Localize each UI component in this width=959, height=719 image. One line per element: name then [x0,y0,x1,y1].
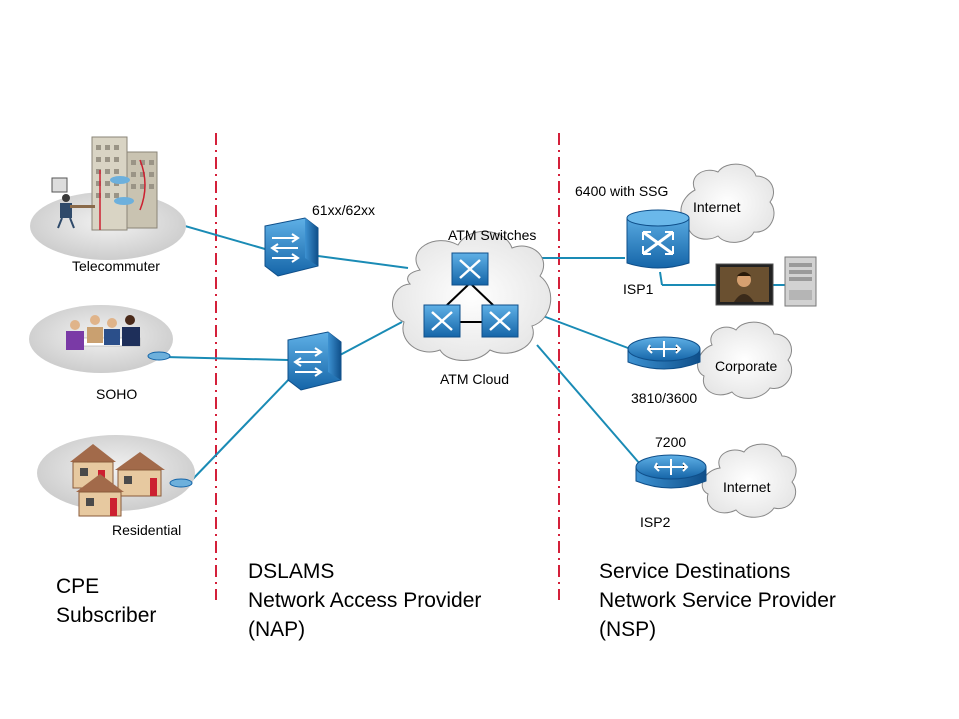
label-7200: 7200 [655,434,687,450]
label-atm-switches: ATM Switches [448,227,537,243]
soho-modem-icon [147,351,171,361]
residential-group [37,435,195,517]
atm-switch-icon [481,304,519,338]
router-icon [627,336,701,370]
link-cloud-3810 [542,315,629,349]
link-dslam1-cloud [317,255,409,269]
link-cloud-7200 [536,344,641,465]
section-nsp-line3: (NSP) [599,618,657,641]
section-cpe: CPE Subscriber [56,572,156,630]
label-isp2: ISP2 [640,514,671,530]
link-soho-dslam [164,356,289,361]
label-atm-cloud: ATM Cloud [440,371,509,387]
label-residential: Residential [112,522,182,538]
atm-cloud [392,230,552,361]
section-nap-line2: Network Access Provider [248,589,482,612]
link-dslam2-cloud [339,321,403,356]
label-soho: SOHO [96,386,138,402]
label-internet-bottom: Internet [723,479,771,495]
label-telecommuter: Telecommuter [72,258,160,274]
monitor-icon [715,263,774,306]
residential-modem-icon [169,478,193,488]
section-cpe-line1: CPE [56,575,100,598]
label-dslam-model: 61xx/62xx [312,202,376,218]
dslam-icon [264,217,319,277]
section-nap-line1: DSLAMS [248,560,335,583]
soho-group [29,305,173,373]
router-icon [626,209,690,269]
building-icon [91,136,158,231]
atm-switch-icon [451,252,489,286]
label-corporate: Corporate [715,358,778,374]
section-nap: DSLAMS Network Access Provider (NAP) [248,557,481,644]
link-6400-monitor [659,271,663,286]
houses-icon [70,444,165,517]
section-cpe-line2: Subscriber [56,604,157,627]
atm-switch-icon [423,304,461,338]
router-icon [635,454,707,489]
section-nap-line3: (NAP) [248,618,306,641]
section-nsp-line2: Network Service Provider [599,589,836,612]
person-at-desk-icon [51,177,95,229]
people-icon [66,315,141,350]
server-icon [784,256,817,307]
cloud-icon [701,443,797,518]
label-isp1: ISP1 [623,281,654,297]
label-6400-ssg: 6400 with SSG [575,183,669,199]
section-nsp-line1: Service Destinations [599,560,791,583]
link-residential-dslam [189,373,295,483]
label-internet-top: Internet [693,199,741,215]
dslam-icon [287,331,342,391]
cloud-icon [697,321,793,399]
section-nsp: Service Destinations Network Service Pro… [599,557,836,644]
label-3810-3600: 3810/3600 [631,390,698,406]
telecommuter-group [30,136,186,260]
